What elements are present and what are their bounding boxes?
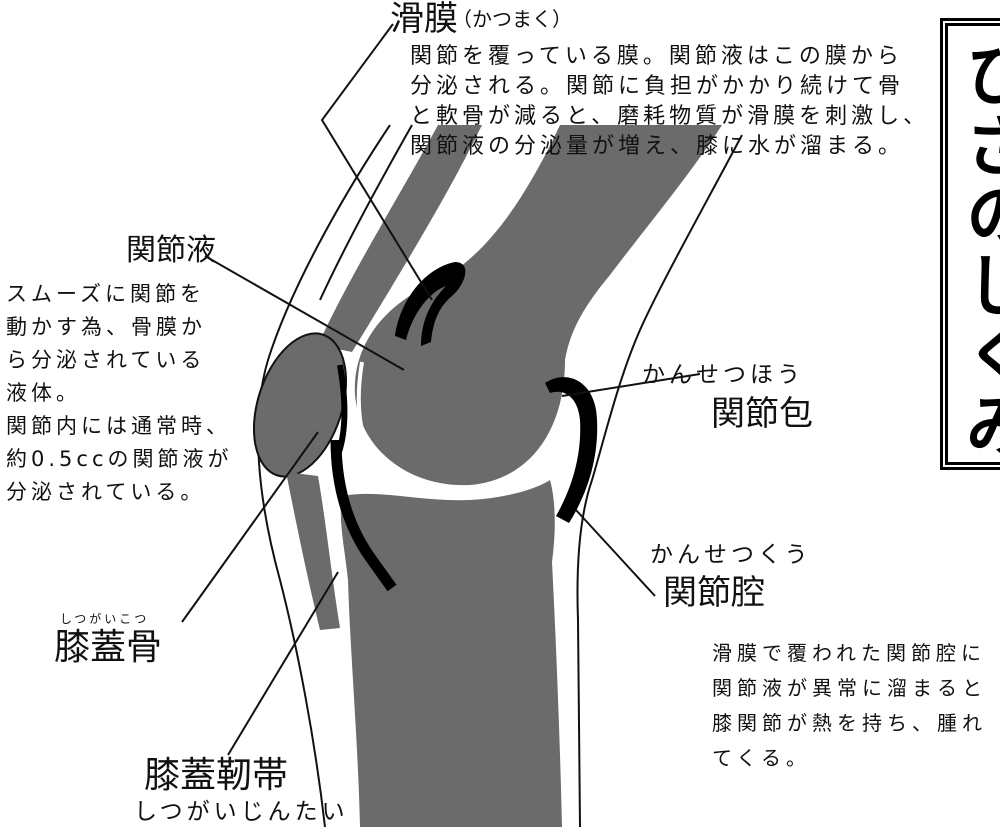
synovial-fluid-label: 関節液 xyxy=(126,232,216,270)
leader-line-patellar-ligament xyxy=(228,572,338,755)
joint-cavity-description-line: てくる。 xyxy=(712,741,987,776)
synovial-fluid-description-line: 分泌されている。 xyxy=(6,476,233,509)
joint-cavity-description-line: 関節液が異常に溜まると xyxy=(712,671,987,706)
title-text: ひざのしくみ xyxy=(958,40,1000,460)
joint-capsule-label: 関節包 xyxy=(711,393,813,435)
patellar-ligament-band xyxy=(286,472,340,630)
joint-capsule-reading: かんせつほう xyxy=(642,360,804,390)
joint-cavity-label: 関節腔 xyxy=(663,572,765,614)
joint-cavity-description: 滑膜で覆われた関節腔に 関節液が異常に溜まると 膝関節が熱を持ち、腫れ てくる。 xyxy=(712,636,987,776)
title-box: ひざのしくみ xyxy=(940,18,1000,470)
synovium-description-line: 分泌される。関節に負担がかかり続けて骨 xyxy=(410,72,929,102)
synovium-description: 関節を覆っている膜。関節液はこの膜から 分泌される。関節に負担がかかり続けて骨 … xyxy=(410,42,929,162)
joint-cavity-reading: かんせつくう xyxy=(650,540,812,570)
joint-cavity-description-line: 膝関節が熱を持ち、腫れ xyxy=(712,706,987,741)
synovial-fluid-description-line: スムーズに関節を xyxy=(6,278,233,311)
synovial-fluid-description-line: ら分泌されている xyxy=(6,344,233,377)
synovium-description-line: 関節を覆っている膜。関節液はこの膜から xyxy=(410,42,929,72)
leader-line-joint-cavity xyxy=(576,510,655,596)
patellar-ligament-reading: しつがいじんたい xyxy=(134,797,349,827)
synovial-fluid-description-line: 関節内には通常時、 xyxy=(6,410,233,443)
synovium-label: 滑膜 xyxy=(390,0,458,40)
synovial-fluid-description-line: 液体。 xyxy=(6,377,233,410)
synovial-fluid-description-line: 動かす為、骨膜か xyxy=(6,311,233,344)
tibia xyxy=(341,480,562,827)
synovium-description-line: と軟骨が減ると、磨耗物質が滑膜を刺激し、 xyxy=(410,102,929,132)
patellar-ligament-label: 膝蓋靭帯 xyxy=(144,754,288,798)
synovial-fluid-description: スムーズに関節を 動かす為、骨膜か ら分泌されている 液体。 関節内には通常時、… xyxy=(6,278,233,509)
synovium-description-line: 関節液の分泌量が増え、膝に水が溜まる。 xyxy=(410,132,929,162)
synovial-fluid-description-line: 約0.5ccの関節液が xyxy=(6,443,233,476)
patella-reading: しつがいこつ xyxy=(60,611,149,627)
joint-cavity-description-line: 滑膜で覆われた関節腔に xyxy=(712,636,987,671)
synovium-reading: （かつまく） xyxy=(452,6,572,32)
patella-label: 膝蓋骨 xyxy=(54,626,162,670)
